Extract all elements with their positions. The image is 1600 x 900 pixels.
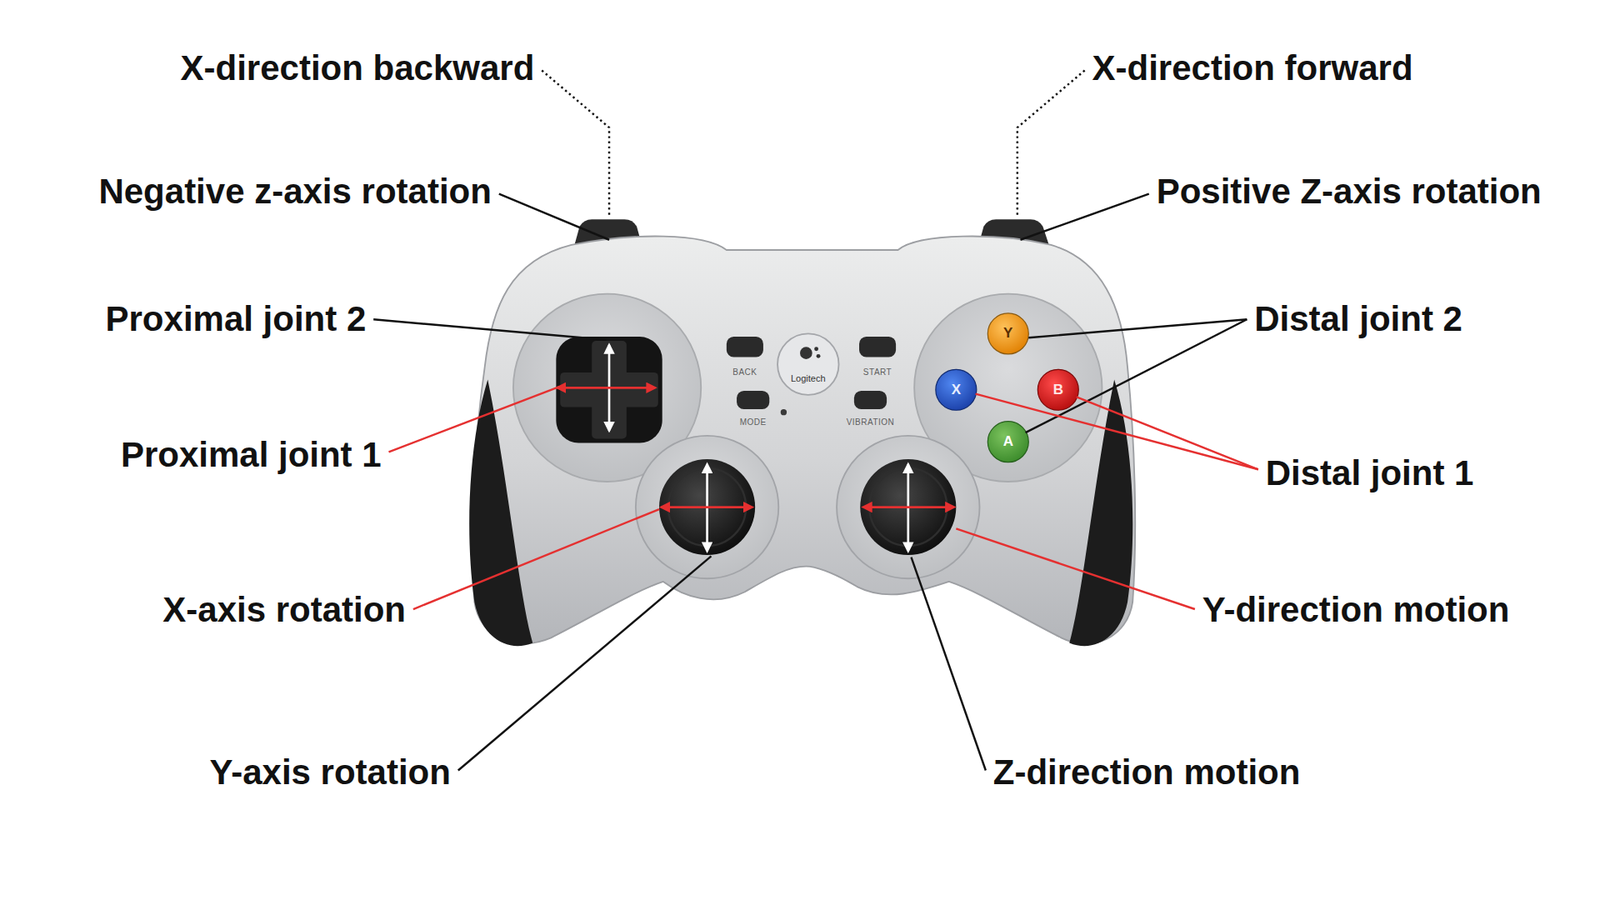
callout-label: Y-axis rotation (210, 753, 451, 792)
dpad-base (555, 336, 662, 443)
leader-lines (373, 70, 1259, 770)
button-letter: B (1053, 381, 1064, 398)
button-letter: X (951, 381, 961, 398)
callout-label: Y-direction motion (1202, 590, 1510, 630)
a-button (987, 421, 1029, 463)
leader-line (975, 394, 1259, 470)
callout-label: Proximal joint 2 (105, 300, 367, 339)
logo-icon (800, 346, 813, 360)
leader-line (1020, 194, 1149, 240)
y-button (987, 313, 1029, 355)
back-button (726, 336, 764, 357)
horizontal-arrow (557, 386, 656, 390)
leader-line (910, 557, 985, 771)
leader-line (373, 319, 606, 340)
callout-label: Positive Z-axis rotation (1156, 172, 1542, 211)
button-letter: A (1003, 434, 1014, 450)
callout-label: X-direction backward (180, 49, 535, 88)
button-letter: Y (1003, 325, 1013, 342)
controller-body (472, 236, 1135, 645)
leader-line (413, 509, 660, 610)
left-stick-ring (635, 435, 779, 579)
callout-label: Negative z-axis rotation (98, 172, 491, 211)
b-button (1037, 369, 1079, 410)
mode-button (736, 390, 770, 410)
logo-badge (777, 333, 839, 395)
callout-label: Proximal joint 1 (120, 435, 382, 475)
right-stick-ring (836, 435, 980, 579)
button-caption: START (863, 366, 892, 376)
vibration-button (854, 390, 887, 410)
callout-label: Distal joint 2 (1254, 300, 1463, 339)
start-button (859, 336, 896, 357)
brand-logo: Logitech (790, 373, 826, 384)
leader-line (389, 386, 560, 452)
leader-line (1017, 70, 1085, 216)
button-caption: VIBRATION (846, 416, 895, 426)
horizontal-arrow (660, 505, 752, 509)
callout-label: X-axis rotation (162, 590, 406, 630)
left-stick (659, 459, 755, 555)
callout-label: X-direction forward (1092, 49, 1414, 88)
right-stick (860, 459, 956, 555)
logo-icon (816, 354, 821, 359)
leader-line (541, 70, 610, 216)
x-button (935, 369, 977, 410)
horizontal-arrow (863, 505, 955, 509)
leader-line (458, 555, 712, 770)
leader-line (499, 194, 610, 240)
button-caption: MODE (740, 416, 767, 426)
leader-line (955, 528, 1195, 610)
mode-led (780, 409, 787, 415)
leader-line (1076, 396, 1259, 470)
logo-icon (814, 346, 819, 351)
button-caption: BACK (732, 366, 757, 376)
callout-label: Distal joint 1 (1265, 454, 1475, 493)
callout-label: Z-direction motion (993, 753, 1301, 792)
